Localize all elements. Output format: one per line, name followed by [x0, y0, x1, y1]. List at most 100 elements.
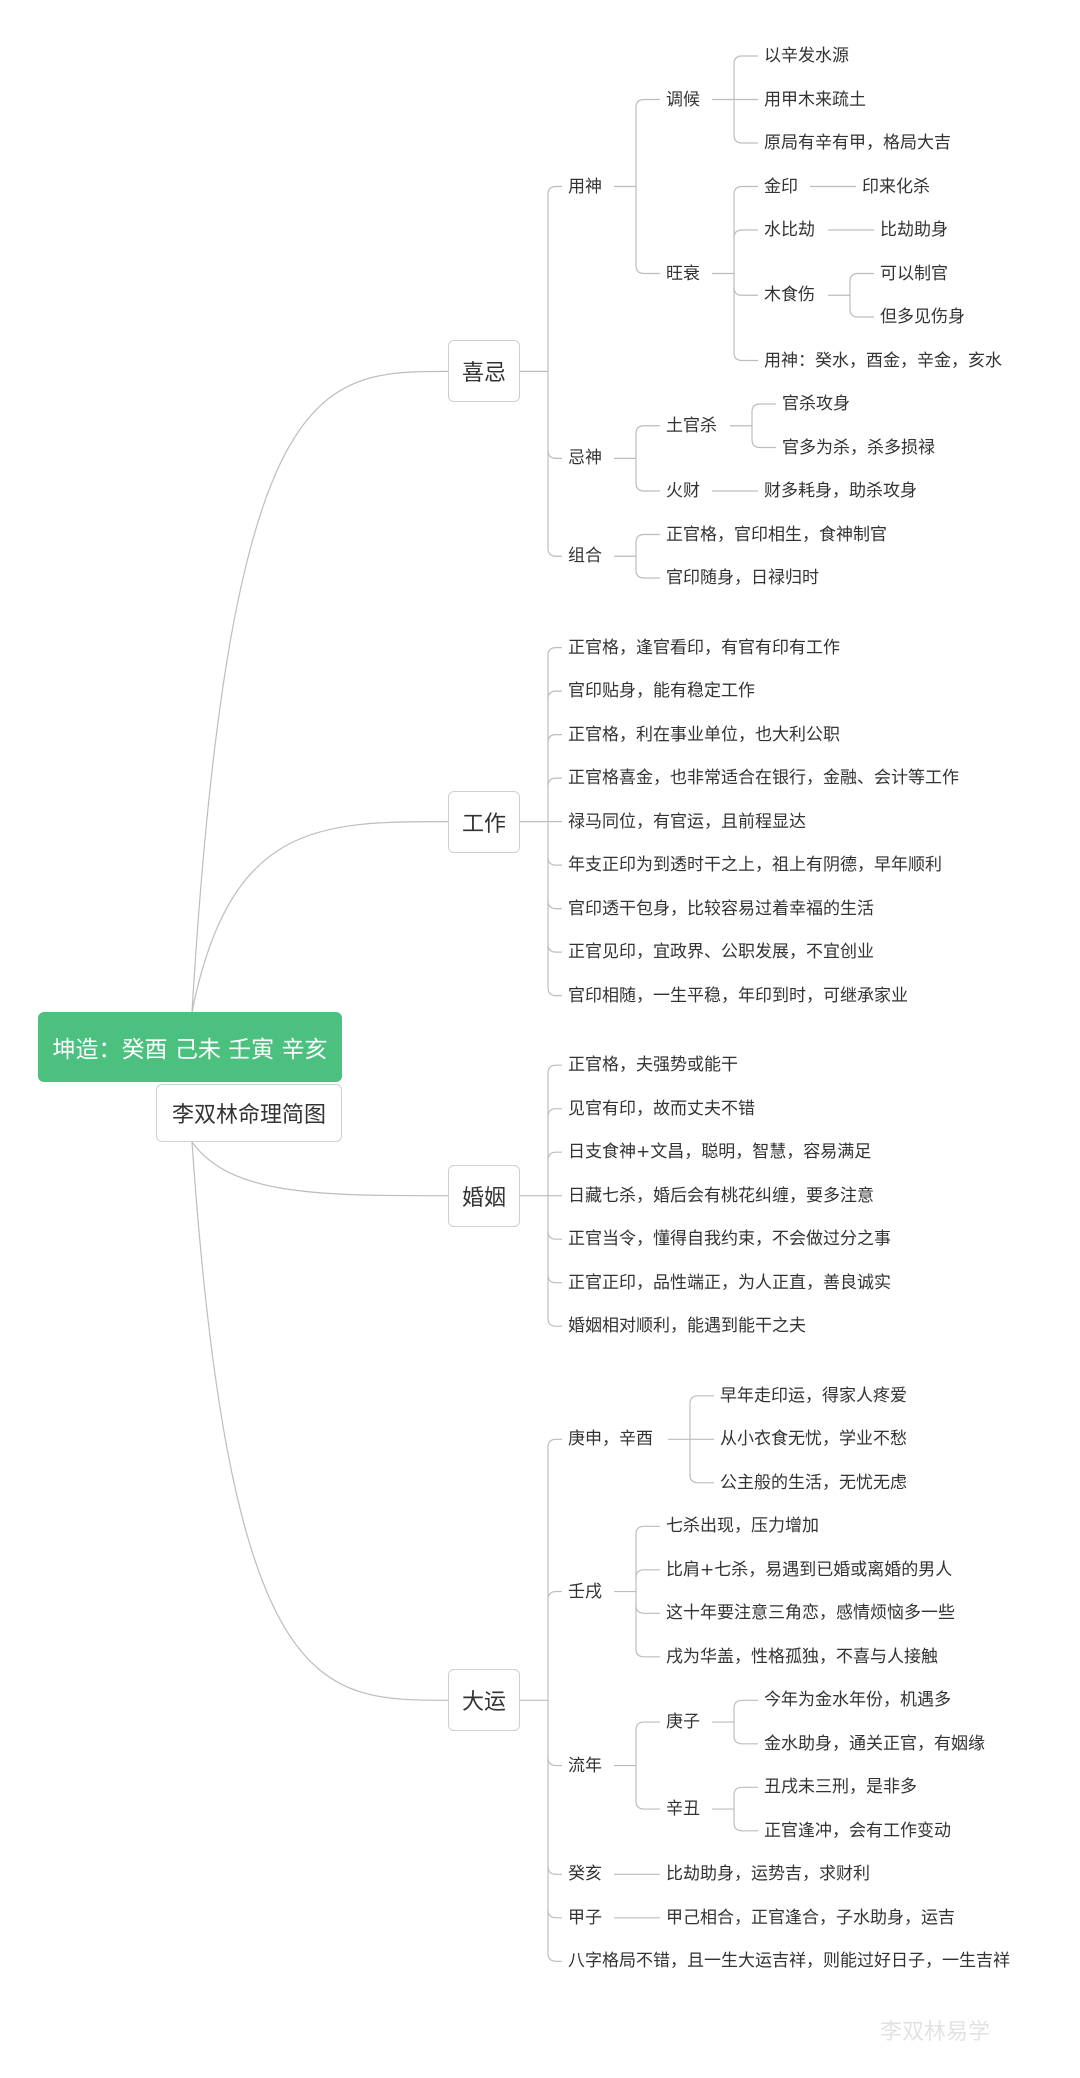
- branch-connector: [191, 821, 449, 1013]
- node-label: 财多耗身，助杀攻身: [764, 481, 917, 501]
- connector: [849, 308, 874, 318]
- node-label: 癸亥: [568, 1864, 602, 1885]
- connector: [635, 98, 660, 108]
- node-label: 组合: [568, 546, 602, 567]
- connector: [635, 1648, 660, 1658]
- connector: [547, 1064, 562, 1074]
- branch-connector: [191, 370, 449, 1013]
- connector: [635, 569, 660, 579]
- node-label: 甲己相合，正官逢合，子水助身，运吉: [666, 1907, 955, 1928]
- node-label: 见官有印，故而丈夫不错: [568, 1098, 755, 1119]
- connector: [547, 1757, 562, 1767]
- connector: [547, 944, 562, 953]
- node-label: 正官见印，宜政界、公职发展，不宜创业: [568, 942, 874, 963]
- connector: [733, 1735, 758, 1745]
- node-label: 官印随身，日禄归时: [666, 568, 819, 588]
- node-label: 壬戌: [568, 1581, 602, 1602]
- connector: [733, 185, 758, 195]
- node-label: 用神：癸水，酉金，辛金，亥水: [764, 350, 1002, 371]
- connector: [547, 647, 562, 656]
- branch-1[interactable]: 喜忌: [448, 340, 520, 403]
- branch-connector: [191, 1141, 449, 1197]
- node-label: 正官格，逢官看印，有官有印有工作: [568, 637, 840, 658]
- connector: [547, 548, 562, 557]
- node-label: 以辛发水源: [764, 46, 849, 66]
- node-label: 金印: [764, 176, 798, 197]
- node-label: 官印相随，一生平稳，年印到时，可继承家业: [568, 985, 908, 1006]
- connector: [635, 425, 660, 434]
- node-label: 但多见伤身: [880, 307, 965, 327]
- node-label: 年支正印为到透时干之上，祖上有阴德，早年顺利: [568, 855, 942, 876]
- node-label: 正官格，官印相生，食神制官: [666, 524, 887, 545]
- node-label: 早年走印运，得家人疼爱: [720, 1385, 907, 1406]
- node-label: 官杀攻身: [782, 394, 850, 414]
- connector: [733, 287, 758, 296]
- node-label: 比劫助身: [880, 220, 948, 240]
- node-label: 木食伤: [764, 285, 815, 306]
- node-label: 比肩+七杀，易遇到已婚或离婚的男人: [666, 1559, 953, 1580]
- connector: [547, 1108, 562, 1117]
- connector: [733, 134, 758, 144]
- node-label: 官印贴身，能有稳定工作: [568, 681, 755, 702]
- connector: [635, 1605, 660, 1614]
- connector: [635, 1721, 660, 1731]
- node-label: 辛丑: [666, 1799, 700, 1820]
- node-label: 丑戌未三刑，是非多: [764, 1777, 917, 1798]
- node-label: 庚申，辛酉: [568, 1429, 653, 1450]
- node-label: 正官逢冲，会有工作变动: [764, 1820, 951, 1841]
- connector: [733, 1699, 758, 1709]
- connector: [733, 1822, 758, 1832]
- node-label: 原局有辛有甲，格局大吉: [764, 133, 951, 153]
- connector: [635, 265, 660, 275]
- node-label: 用甲木来疏土: [764, 89, 866, 110]
- node-label: 用神: [568, 176, 602, 197]
- connector: [547, 450, 562, 459]
- connector: [751, 439, 776, 449]
- node-label: 正官当令，懂得自我约束，不会做过分之事: [568, 1229, 891, 1250]
- branch-2[interactable]: 工作: [448, 790, 520, 853]
- connector: [547, 987, 562, 997]
- root-node[interactable]: 坤造：癸酉 己未 壬寅 辛亥: [38, 1012, 342, 1082]
- connector: [733, 352, 758, 362]
- connector: [547, 857, 562, 866]
- node-label: 禄马同位，有官运，且前程显达: [568, 811, 806, 832]
- connector: [733, 1786, 758, 1796]
- connector: [547, 1274, 562, 1284]
- node-label: 正官格，利在事业单位，也大利公职: [568, 724, 840, 745]
- node-label: 土官杀: [666, 415, 717, 436]
- node-label: 日藏七杀，婚后会有桃花纠缠，要多注意: [568, 1185, 874, 1206]
- node-label: 正官正印，品性端正，为人正直，善良诚实: [568, 1272, 891, 1293]
- branch-connector: [191, 1141, 449, 1701]
- node-label: 忌神: [568, 448, 602, 469]
- connector: [547, 1590, 562, 1600]
- node-label: 日支食神+文昌，聪明，智慧，容易满足: [568, 1142, 872, 1163]
- node-label: 火财: [666, 481, 700, 501]
- node-label: 比劫助身，运势吉，求财利: [666, 1864, 870, 1885]
- branch-4[interactable]: 大运: [448, 1669, 520, 1732]
- connector: [547, 1953, 562, 1962]
- connector: [751, 403, 776, 413]
- connector: [547, 734, 562, 743]
- node-label: 七杀出现，压力增加: [666, 1516, 819, 1537]
- node-label: 旺衰: [666, 263, 700, 284]
- node-label: 正官格喜金，也非常适合在银行，金融、会计等工作: [568, 768, 959, 789]
- connector: [547, 1909, 562, 1919]
- node-label: 官印透干包身，比较容易过着幸福的生活: [568, 898, 874, 919]
- connector: [547, 1438, 562, 1448]
- connector: [547, 900, 562, 910]
- connector: [689, 1474, 714, 1484]
- branch-3[interactable]: 婚姻: [448, 1164, 520, 1227]
- node-label: 八字格局不错，且一生大运吉祥，则能过好日子，一生吉祥: [568, 1951, 1010, 1972]
- node-label: 庚子: [666, 1712, 700, 1733]
- connector: [635, 482, 660, 492]
- connector: [547, 690, 562, 700]
- connector: [547, 1231, 562, 1240]
- node-label: 官多为杀，杀多损禄: [782, 437, 935, 458]
- node-label: 流年: [568, 1755, 602, 1776]
- connector: [635, 1801, 660, 1810]
- connector: [547, 1151, 562, 1161]
- root-subtitle: 李双林命理简图: [156, 1084, 342, 1142]
- node-label: 正官格，夫强势或能干: [568, 1055, 738, 1076]
- node-label: 金水助身，通关正官，有姻缘: [764, 1733, 985, 1754]
